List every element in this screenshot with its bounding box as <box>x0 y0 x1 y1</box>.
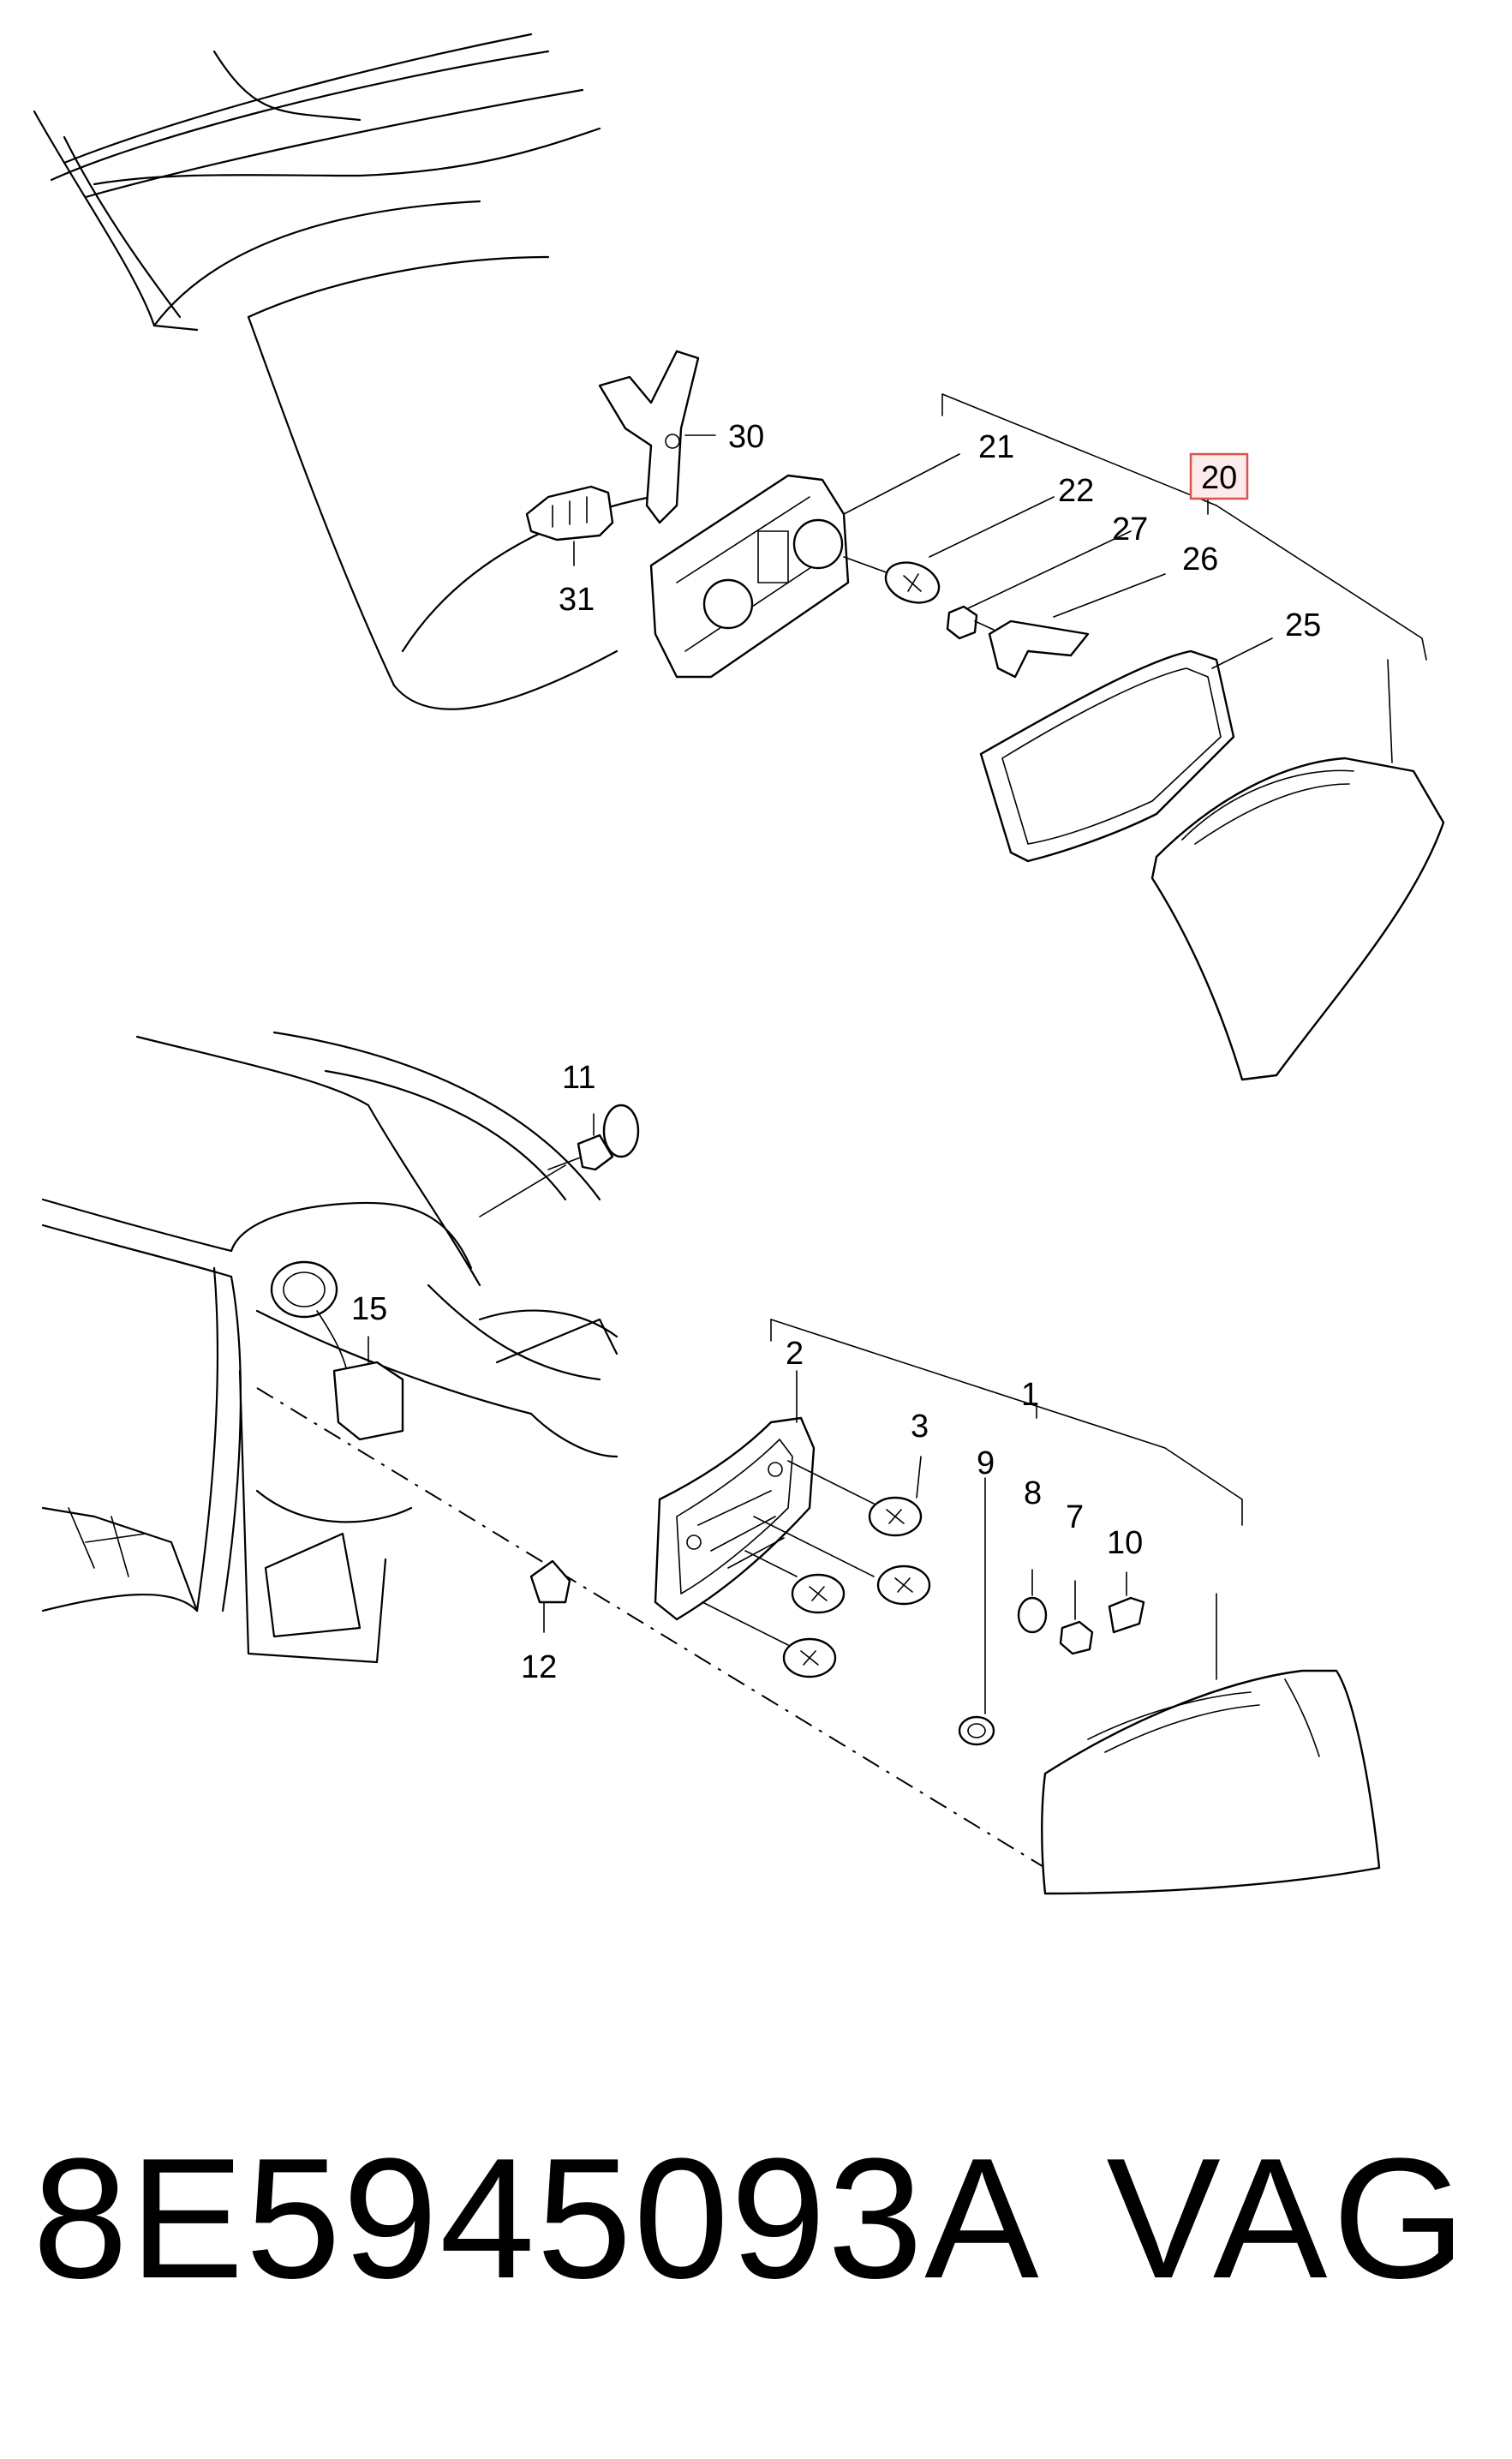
callout-15: 15 <box>351 1291 387 1327</box>
part-25-gasket <box>979 649 1235 863</box>
part-12-stud <box>529 1559 571 1633</box>
callout-25: 25 <box>1285 607 1321 643</box>
callout-7: 7 <box>1066 1499 1084 1535</box>
callout-labels: 30 31 21 22 27 26 25 20 11 15 12 2 1 3 9… <box>351 419 1321 1685</box>
callout-22: 22 <box>1058 473 1094 509</box>
part-tail-light-upper <box>1150 757 1445 1081</box>
callout-27: 27 <box>1112 512 1148 547</box>
part-tail-light-lower <box>1041 1669 1381 1895</box>
leader-lines-top <box>843 453 1273 669</box>
callout-10: 10 <box>1107 1525 1143 1561</box>
part-8-seal <box>1017 1569 1048 1634</box>
part-22-bulb <box>843 556 941 604</box>
callout-31: 31 <box>559 582 595 618</box>
callout-20: 20 <box>1201 460 1237 496</box>
callout-8: 8 <box>1024 1475 1042 1511</box>
part-7-nut <box>1059 1580 1094 1655</box>
part-9-grommet <box>958 1477 995 1746</box>
part-26-bracket <box>988 619 1090 679</box>
callout-21: 21 <box>978 429 1014 465</box>
callout-1: 1 <box>1021 1377 1039 1413</box>
callout-26: 26 <box>1182 541 1218 577</box>
trunk-lid-outline <box>33 33 653 710</box>
group-bracket-1 <box>770 1319 1243 1680</box>
part-15-connector <box>270 1260 404 1441</box>
callout-30: 30 <box>728 419 764 455</box>
part-30-bracket <box>598 350 716 524</box>
part-3-bulbs <box>702 1460 931 1678</box>
footer: 8E5945093A VAG <box>0 2091 1512 2348</box>
part-number: 8E5945093A <box>33 2123 1041 2314</box>
part-31-clip <box>525 485 614 566</box>
leader-lines-bottom <box>796 1370 922 1499</box>
part-11-screw <box>479 1104 640 1218</box>
callout-2: 2 <box>786 1336 804 1372</box>
mounting-axis-line <box>256 1387 1046 1869</box>
callout-3: 3 <box>911 1409 929 1445</box>
brand-label: VAG <box>1106 2123 1471 2314</box>
rear-body-outline <box>41 1031 619 1664</box>
callout-11: 11 <box>562 1060 595 1096</box>
callout-9: 9 <box>977 1445 995 1481</box>
part-bulb-carrier-upper <box>649 474 850 679</box>
part-10-clip <box>1108 1571 1145 1634</box>
part-2-bulb-carrier <box>654 1416 816 1621</box>
callout-12: 12 <box>521 1649 557 1685</box>
callout-20-highlight: 20 <box>1189 452 1249 500</box>
exploded-parts-diagram: 30 31 21 22 27 26 25 20 11 15 12 2 1 3 9… <box>33 33 1445 1895</box>
part-27-nut <box>946 605 995 640</box>
